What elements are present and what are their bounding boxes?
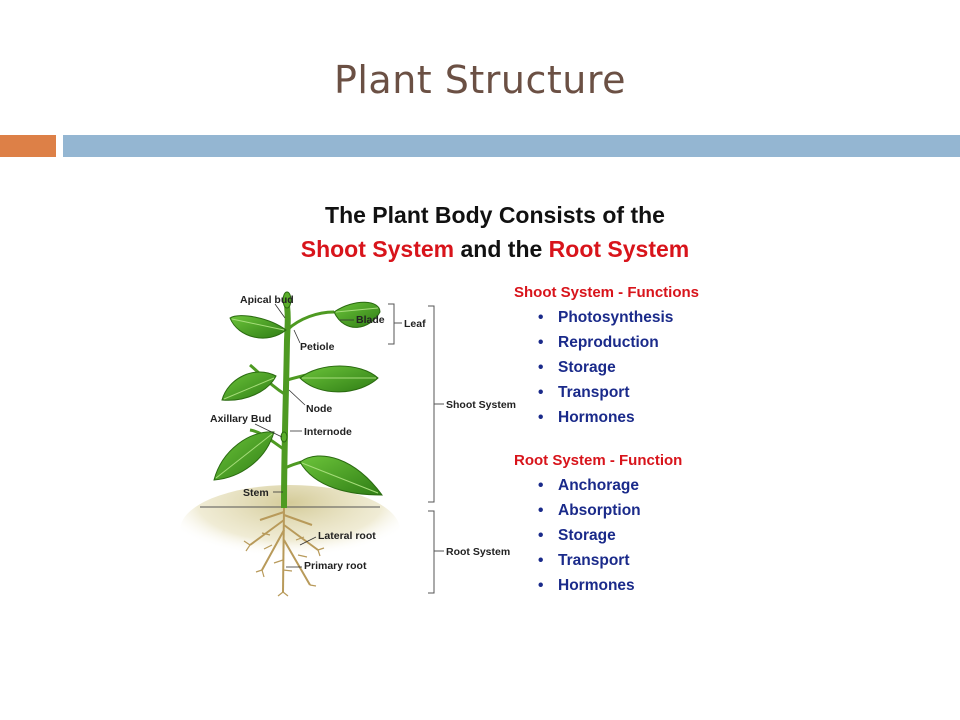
label-apical-bud: Apical bud [240,294,294,306]
heading-root-system: Root System [548,236,690,262]
diagram-heading-line2: Shoot System and the Root System [230,236,760,263]
slide-title: Plant Structure [333,58,627,102]
label-petiole: Petiole [300,341,335,353]
label-stem: Stem [243,487,269,499]
label-lateral-root: Lateral root [318,530,376,542]
accent-bar-orange [0,135,56,157]
heading-shoot-system: Shoot System [300,236,455,262]
apical-bud [282,291,292,309]
label-axillary-bud: Axillary Bud [210,413,271,425]
list-item: •Storage [538,527,616,544]
accent-bar-blue [63,135,960,157]
leaf-lower-right [299,455,383,496]
label-root-system: Root System [446,546,510,558]
shoot-functions-title: Shoot System - Functions [514,284,700,301]
stem [281,304,291,509]
list-item: •Transport [538,552,630,569]
shoot-functions-list: •Photosynthesis •Reproduction •Storage •… [538,305,673,430]
list-item: •Hormones [538,577,635,594]
roots [243,506,325,597]
list-item: •Photosynthesis [538,309,674,326]
list-item: •Transport [538,384,630,401]
list-item: •Hormones [538,409,635,426]
list-item: •Absorption [538,502,641,519]
label-leaf: Leaf [404,318,426,330]
root-functions-title: Root System - Function [514,452,683,469]
list-item: •Reproduction [538,334,659,351]
axillary-bud [280,431,288,443]
label-blade: Blade [356,314,385,326]
label-shoot-system: Shoot System [446,399,516,411]
label-primary-root: Primary root [304,560,367,572]
leaf-top-left [229,315,287,339]
list-item: •Storage [538,359,616,376]
leaf-mid-right [299,365,379,393]
list-item: •Anchorage [538,477,639,494]
leaf-mid-left [221,371,277,401]
root-functions-list: •Anchorage •Absorption •Storage •Transpo… [538,473,641,598]
label-node: Node [306,403,332,415]
label-internode: Internode [304,426,352,438]
heading-and: and the [454,236,549,262]
diagram-heading-line1: The Plant Body Consists of the [325,202,665,228]
